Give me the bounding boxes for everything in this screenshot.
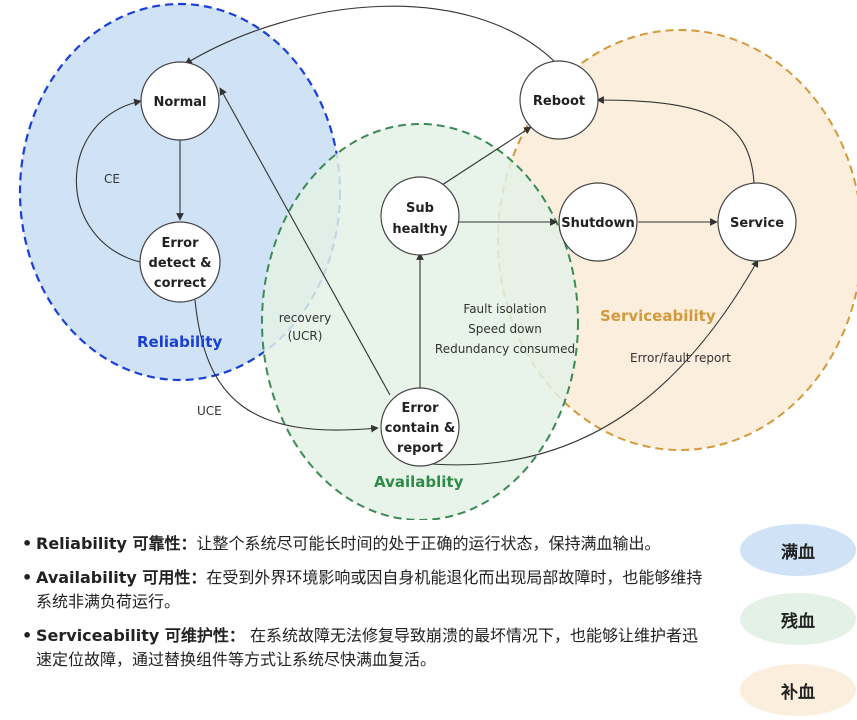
node-subhealthy-label-1: Sub [406, 201, 434, 216]
bullet-reliability: • Reliability 可靠性：让整个系统尽可能长时间的处于正确的运行状态，… [22, 532, 712, 556]
bullet-reliability-text: 让整个系统尽可能长时间的处于正确的运行状态，保持满血输出。 [196, 534, 661, 553]
badge-heal: 补血 [740, 664, 856, 716]
label-uce: UCE [197, 404, 222, 418]
bullet-dot: • [22, 534, 33, 553]
node-errorcontain-label-2: contain & [385, 421, 455, 436]
node-errordetect-label-3: correct [154, 276, 206, 291]
label-ce: CE [104, 172, 120, 186]
label-error-report: Error/fault report [630, 351, 731, 365]
node-service-label: Service [730, 216, 784, 231]
label-recovery-2: (UCR) [288, 329, 323, 343]
label-fault-isolation: Fault isolation [463, 302, 546, 316]
label-redundancy: Redundancy consumed [435, 342, 575, 356]
bullet-availability-text: 在受到外界环境影响或因自身机能退化而出现局部故障时，也能够维持系统非满负荷运行。 [36, 568, 703, 611]
node-reboot-label: Reboot [533, 94, 585, 109]
node-normal-circle [140, 61, 220, 141]
label-recovery-1: recovery [279, 311, 332, 325]
region-label-reliability: Reliability [137, 333, 222, 351]
bullet-availability-title: Availability 可用性： [36, 568, 207, 587]
edge-subhealthy-reboot [441, 126, 532, 186]
node-reboot-circle [519, 60, 599, 140]
node-errorcontain-circle [380, 387, 460, 467]
node-subhealthy-label-2: healthy [392, 222, 448, 237]
node-service-circle [717, 182, 797, 262]
description-list: • Reliability 可靠性：让整个系统尽可能长时间的处于正确的运行状态，… [22, 532, 712, 682]
node-errorcontain-label-1: Error [401, 401, 439, 416]
label-speed-down: Speed down [468, 322, 542, 336]
badge-full-health: 满血 [740, 524, 856, 576]
edge-service-reboot [596, 96, 755, 184]
node-shutdown-circle [558, 182, 638, 262]
region-label-serviceability: Serviceability [600, 307, 716, 325]
node-shutdown-label: Shutdown [561, 216, 635, 231]
node-errordetect-label-2: detect & [149, 256, 212, 271]
bullet-serviceability-title: Serviceability 可维护性： [36, 626, 245, 645]
ras-diagram: Normal Error detect & correct Sub health… [18, 2, 857, 520]
bullet-reliability-title: Reliability 可靠性： [36, 534, 197, 553]
node-normal-label: Normal [154, 95, 207, 110]
node-subhealthy-circle [380, 176, 460, 256]
node-errordetect-circle [139, 221, 221, 303]
bullet-serviceability: • Serviceability 可维护性： 在系统故障无法修复导致崩溃的最坏情… [22, 624, 712, 672]
node-errorcontain-label-3: report [397, 441, 443, 456]
bullet-availability: • Availability 可用性：在受到外界环境影响或因自身机能退化而出现局… [22, 566, 712, 614]
badge-low-health: 残血 [740, 593, 856, 645]
edge-error-report [419, 259, 759, 466]
bullet-dot: • [22, 626, 33, 645]
bullet-serviceability-text: 在系统故障无法修复导致崩溃的最坏情况下，也能够让维护者迅速定位故障，通过替换组件… [36, 626, 698, 669]
edge-reboot-normal [184, 5, 556, 65]
region-label-availability: Availablity [374, 473, 464, 491]
edge-recovery [219, 87, 391, 396]
bullet-dot: • [22, 568, 33, 587]
edge-uce [194, 299, 379, 433]
node-errordetect-label-1: Error [161, 236, 199, 251]
edge-ce [75, 98, 142, 263]
